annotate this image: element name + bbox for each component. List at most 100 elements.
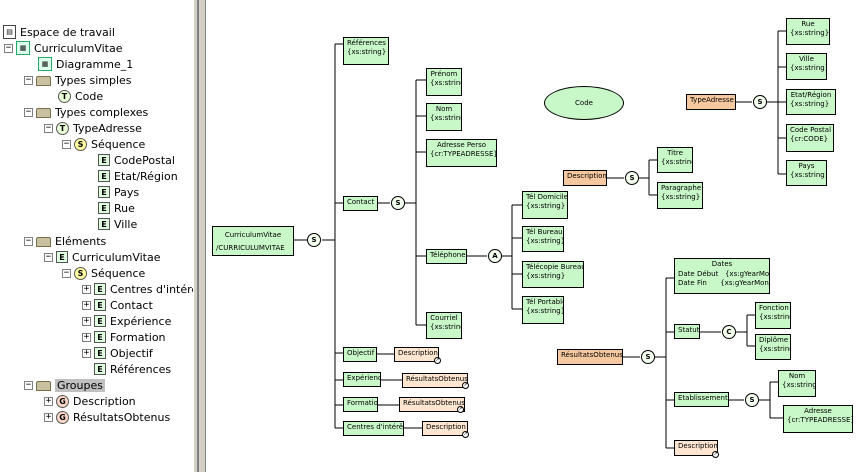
node-references[interactable]: Références {xs:string} xyxy=(343,37,389,65)
group-resultats[interactable]: RésultatsObtenus xyxy=(557,349,623,365)
ref-description[interactable]: Description xyxy=(422,421,468,436)
tree-node-cv[interactable]: − E CurriculumVitae xyxy=(44,249,160,265)
node-etablissement[interactable]: Etablissement xyxy=(674,392,729,407)
tree-label: Diagramme_1 xyxy=(56,57,134,71)
folder-icon xyxy=(36,76,51,86)
diagram-icon: ▦ xyxy=(38,57,52,71)
collapse-toggle-icon[interactable]: − xyxy=(44,251,53,262)
node-fonction[interactable]: Fonction {xs:string} xyxy=(755,302,791,329)
panel-splitter[interactable] xyxy=(193,0,206,472)
node-telecopie[interactable]: Télécopie Bureau {xs:string} xyxy=(522,261,584,288)
tree-node-centres[interactable]: + E Centres d'intérê xyxy=(82,281,198,297)
tree-node-experience[interactable]: + E Expérience xyxy=(82,313,171,329)
node-objectif[interactable]: Objectif xyxy=(343,347,377,362)
expand-toggle-icon[interactable]: + xyxy=(82,299,91,310)
tree-node-group-resultats[interactable]: + G RésultatsObtenus xyxy=(44,409,170,425)
node-titre[interactable]: Titre {xs:string} xyxy=(657,147,693,173)
node-paragraphe[interactable]: Paragraphe {xs:string} xyxy=(657,182,703,209)
tree-node-contact[interactable]: + E Contact xyxy=(82,297,153,313)
collapse-toggle-icon[interactable]: − xyxy=(62,138,71,149)
tree-node-etat[interactable]: E Etat/Région xyxy=(98,168,178,184)
node-centres[interactable]: Centres d'intérêt xyxy=(343,421,404,436)
tree-node-workspace[interactable]: ▤ Espace de travail xyxy=(3,24,115,40)
group-typeadresse[interactable]: TypeAdresse xyxy=(686,94,736,110)
ref-description[interactable]: Description xyxy=(674,440,718,456)
sequence-symbol[interactable]: S xyxy=(745,393,759,407)
tree-node-codepostal[interactable]: E CodePostal xyxy=(98,152,175,168)
tree-label: Etat/Région xyxy=(114,169,178,183)
node-code-postal[interactable]: Code Postal {cr:CODE} xyxy=(786,124,834,152)
node-dates[interactable]: Dates Date Début {xs:gYearMonth} Date Fi… xyxy=(674,258,770,294)
tree-node-group-description[interactable]: + G Description xyxy=(44,393,136,409)
all-symbol[interactable]: A xyxy=(488,249,502,263)
node-diplome[interactable]: Diplôme {xs:string} xyxy=(755,334,791,360)
node-telephone[interactable]: Téléphone xyxy=(426,249,467,264)
node-experience[interactable]: Expérience xyxy=(343,372,381,387)
tree-node-project[interactable]: − ▦ CurriculumVitae xyxy=(4,40,122,56)
tree-node-ville[interactable]: E Ville xyxy=(98,216,137,232)
tree-node-sequence[interactable]: − S Séquence xyxy=(62,136,145,152)
tree-node-pays[interactable]: E Pays xyxy=(98,184,139,200)
tree-node-complex-types[interactable]: − Types complexes xyxy=(24,104,148,120)
node-tel-domicile[interactable]: Tél Domicile {xs:string} xyxy=(522,191,568,219)
node-contact[interactable]: Contact xyxy=(343,196,378,211)
expand-toggle-icon[interactable]: + xyxy=(82,331,91,342)
sequence-symbol[interactable]: S xyxy=(307,233,321,247)
tree-label: Centres d'intérê xyxy=(110,282,199,296)
node-statut[interactable]: Statut xyxy=(674,324,700,339)
tree-node-rue[interactable]: E Rue xyxy=(98,200,135,216)
node-formation[interactable]: Formation xyxy=(343,397,378,412)
expand-toggle-icon[interactable]: + xyxy=(82,315,91,326)
ref-resultats[interactable]: RésultatsObtenus xyxy=(399,397,465,412)
collapse-toggle-icon[interactable]: − xyxy=(4,42,13,53)
tree-node-sequence2[interactable]: − S Séquence xyxy=(62,265,145,281)
tree-node-typeadresse[interactable]: − T TypeAdresse xyxy=(44,120,142,136)
node-pays[interactable]: Pays {xs:string} xyxy=(786,160,827,186)
collapse-toggle-icon[interactable]: − xyxy=(62,267,71,278)
collapse-toggle-icon[interactable]: − xyxy=(24,379,33,390)
sequence-symbol[interactable]: S xyxy=(753,95,767,109)
sequence-symbol[interactable]: S xyxy=(625,171,639,185)
sequence-symbol[interactable]: S xyxy=(391,196,405,210)
choice-symbol[interactable]: C xyxy=(722,325,736,339)
node-rue[interactable]: Rue {xs:string} xyxy=(786,18,830,45)
expand-toggle-icon[interactable]: + xyxy=(82,347,91,358)
tree-node-groups[interactable]: − Groupes xyxy=(24,377,105,393)
tree-node-elements[interactable]: − Eléments xyxy=(24,233,106,249)
node-tel-portable[interactable]: Tél Portable {xs:string} xyxy=(522,296,564,324)
expand-toggle-icon[interactable]: + xyxy=(44,411,53,422)
node-ville[interactable]: Ville {xs:string} xyxy=(786,53,827,80)
node-curriculumvitae[interactable]: CurriculumVitae /CURRICULUMVITAE xyxy=(212,226,294,256)
node-prenom[interactable]: Prénom {xs:string} xyxy=(426,68,462,96)
tree-node-diagram[interactable]: ▦ Diagramme_1 xyxy=(38,56,133,72)
collapse-toggle-icon[interactable]: − xyxy=(24,106,33,117)
ref-description[interactable]: Description xyxy=(394,347,439,362)
node-tel-bureau[interactable]: Tél Bureau {xs:string} xyxy=(522,226,564,252)
reference-link-icon: ↗ xyxy=(457,406,464,413)
node-nom[interactable]: Nom {xs:string} xyxy=(426,103,462,131)
node-etab-nom[interactable]: Nom {xs:string} xyxy=(778,370,816,397)
node-etab-adresse[interactable]: Adresse {cr:TYPEADRESSE} xyxy=(783,405,853,433)
tree-label: Code xyxy=(75,89,104,103)
expand-toggle-icon[interactable]: + xyxy=(82,283,91,294)
ref-resultats[interactable]: RésultatsObtenus xyxy=(402,373,468,388)
node-adresse-perso[interactable]: Adresse Perso {cr:TYPEADRESSE} xyxy=(426,139,497,167)
tree-node-code[interactable]: T Code xyxy=(58,88,103,104)
sequence-symbol[interactable]: S xyxy=(641,350,655,364)
tree-node-references[interactable]: E Références xyxy=(94,361,171,377)
node-courriel[interactable]: Courriel {xs:string} xyxy=(426,312,462,339)
tree-node-objectif[interactable]: + E Objectif xyxy=(82,345,153,361)
collapse-toggle-icon[interactable]: − xyxy=(24,74,33,85)
tree-node-simple-types[interactable]: − Types simples xyxy=(24,72,132,88)
element-icon: E xyxy=(98,170,110,182)
tree-node-formation[interactable]: + E Formation xyxy=(82,329,166,345)
tree-label: Eléments xyxy=(55,234,107,248)
collapse-toggle-icon[interactable]: − xyxy=(44,122,53,133)
group-description[interactable]: Description xyxy=(563,170,607,186)
expand-toggle-icon[interactable]: + xyxy=(44,395,53,406)
collapse-toggle-icon[interactable]: − xyxy=(24,235,33,246)
group-icon: G xyxy=(56,394,69,408)
diagram-canvas[interactable]: CurriculumVitae /CURRICULUMVITAE S Référ… xyxy=(206,0,859,472)
node-etat-region[interactable]: Etat/Région {xs:string} xyxy=(786,89,836,115)
simple-type-code[interactable]: Code xyxy=(544,86,624,120)
